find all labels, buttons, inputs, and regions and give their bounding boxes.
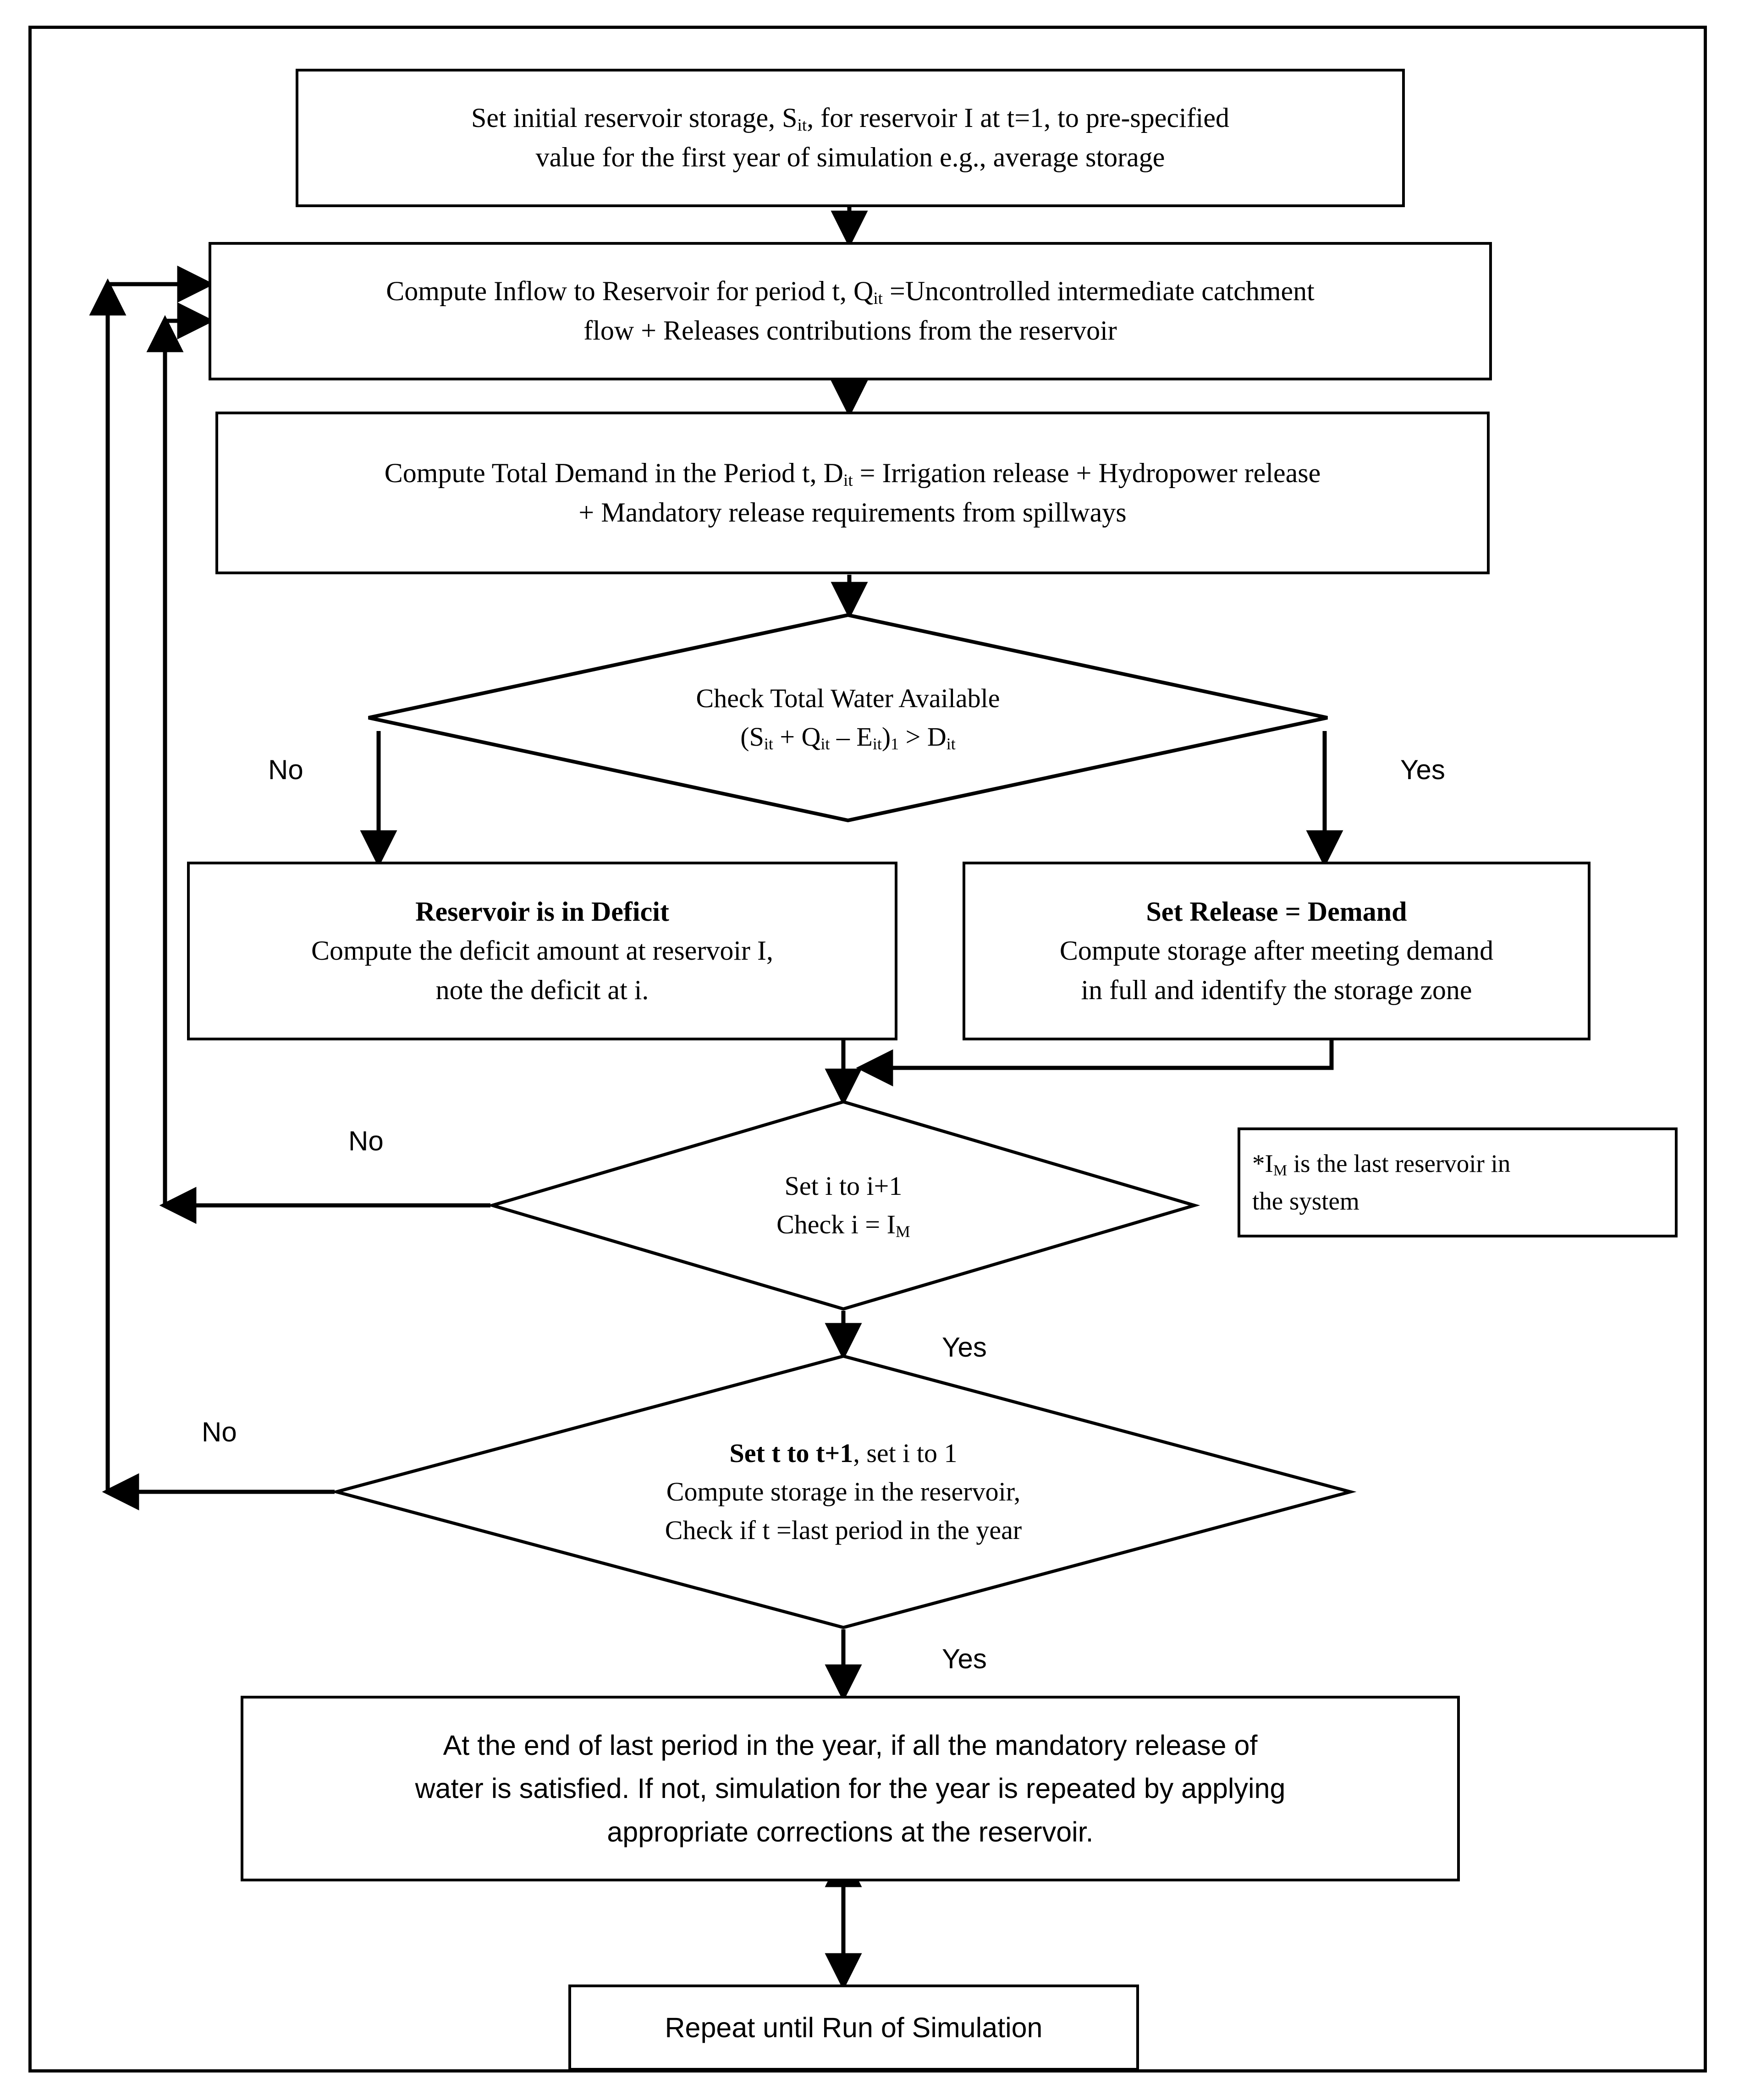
node-compute-inflow-text: Compute Inflow to Reservoir for period t… [386,276,1315,346]
node-check-i-text: Set i to i+1 Check i = IM [490,1100,1196,1311]
node-compute-demand: Compute Total Demand in the Period t, Di… [215,412,1490,574]
node-check-water-available: Check Total Water Available (Sit + Qit –… [367,613,1329,823]
node-compute-inflow: Compute Inflow to Reservoir for period t… [209,242,1492,380]
node-end-of-year-check-text: At the end of last period in the year, i… [415,1729,1286,1847]
node-compute-demand-text: Compute Total Demand in the Period t, Di… [384,457,1321,528]
node-set-release-demand-text: Set Release = Demand Compute storage aft… [1059,896,1494,1005]
node-repeat-until-run-text: Repeat until Run of Simulation [665,2012,1043,2043]
note-im-definition-text: *IM is the last reservoir in the system [1252,1149,1511,1215]
check-t-diamond-shape [330,1354,1357,1629]
node-repeat-until-run: Repeat until Run of Simulation [568,1985,1139,2071]
node-check-t: Set t to t+1, set i to 1 Compute storage… [330,1354,1357,1629]
label-check-i-no: No [348,1126,384,1156]
node-check-water-text: Check Total Water Available (Sit + Qit –… [367,613,1329,822]
node-reservoir-deficit: Reservoir is in Deficit Compute the defi… [187,862,897,1040]
diagram-outer-border [28,26,1707,2073]
check-t-line1: Set t to t+1, set i to 1 [729,1438,958,1468]
node-check-t-text: Set t to t+1, set i to 1 Compute storage… [335,1354,1352,1629]
check-water-diamond-shape [368,613,1328,823]
node-end-of-year-check: At the end of last period in the year, i… [241,1696,1460,1881]
node-init-storage: Set initial reservoir storage, Sit, for … [296,69,1405,207]
node-check-i: Set i to i+1 Check i = IM [486,1100,1200,1311]
node-set-release-demand: Set Release = Demand Compute storage aft… [963,862,1590,1040]
check-water-formula: (Sit + Qit – Eit)1 > Dit [740,722,956,753]
node-reservoir-deficit-text: Reservoir is in Deficit Compute the defi… [311,896,774,1005]
check-i-condition: Check i = IM [776,1209,910,1241]
node-init-storage-text: Set initial reservoir storage, Sit, for … [471,103,1229,173]
check-i-diamond-shape [486,1100,1200,1311]
label-check-water-no: No [268,754,303,785]
label-check-t-no: No [202,1417,237,1447]
label-check-t-yes: Yes [942,1644,987,1674]
label-check-i-yes: Yes [942,1332,987,1363]
label-check-water-yes: Yes [1400,754,1445,785]
note-im-definition: *IM is the last reservoir in the system [1238,1127,1678,1237]
